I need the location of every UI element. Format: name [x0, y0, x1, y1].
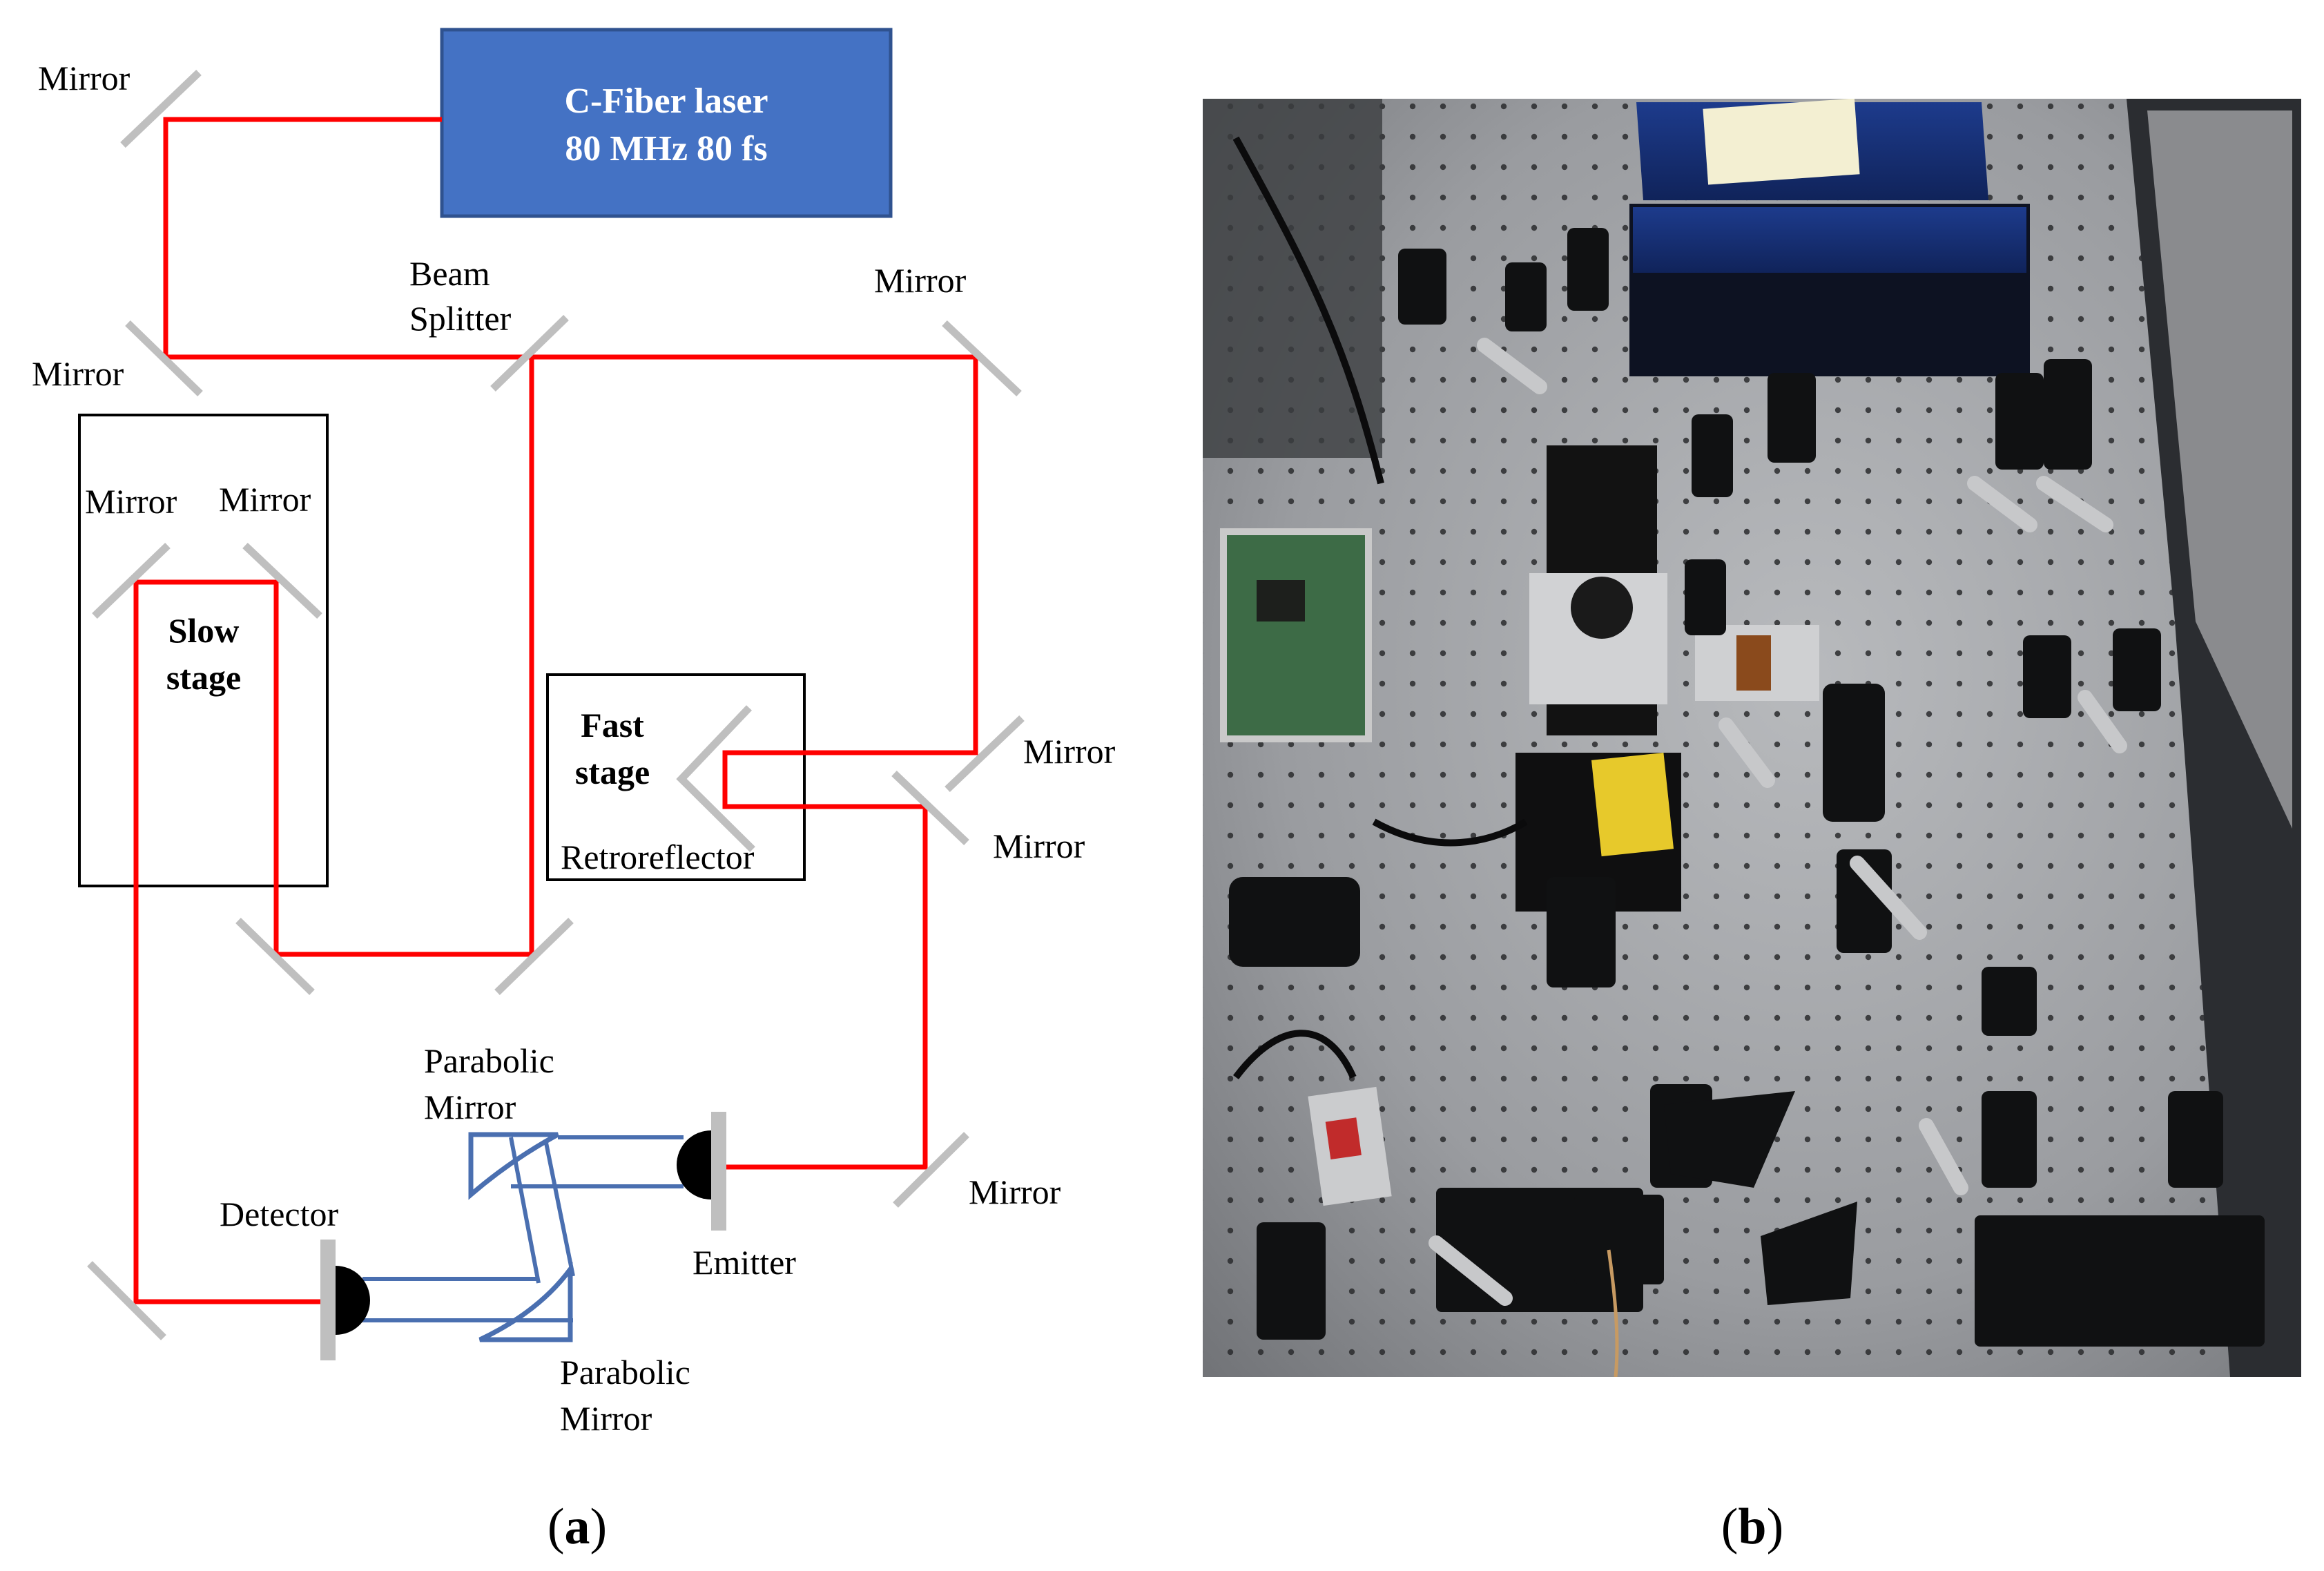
label-retroreflector: Retroreflector	[561, 838, 755, 876]
stage-knob	[1571, 577, 1633, 639]
svg-text:(b): (b)	[1721, 1498, 1783, 1555]
mirror-top-left	[120, 70, 202, 148]
caption-b-letter: b	[1738, 1498, 1766, 1555]
label-fast-stage-2: stage	[575, 753, 650, 791]
label-mirror-slow-right: Mirror	[219, 480, 311, 519]
label-emitter: Emitter	[693, 1243, 796, 1282]
caption-a-letter: a	[565, 1498, 590, 1555]
mirror-slow-stage-left	[92, 543, 171, 619]
detector-antenna	[336, 1266, 370, 1335]
mirror-right-lower	[891, 771, 969, 845]
label-mirror-top-right: Mirror	[874, 261, 967, 300]
parabolic-mirror-lower	[478, 1262, 573, 1342]
emitter-mount	[711, 1112, 726, 1231]
cable-bundle	[1203, 99, 1382, 458]
label-parabolic-upper-1: Parabolic	[424, 1041, 554, 1080]
mirror-slow-stage-right	[242, 543, 322, 619]
fast-stage-box	[546, 673, 806, 881]
beam-splitter	[490, 315, 569, 392]
mirror-top-right	[942, 320, 1022, 396]
copper-wire	[1607, 1249, 1619, 1377]
thz-beam-cross-2	[543, 1139, 575, 1277]
label-parabolic-upper-2: Mirror	[424, 1088, 516, 1126]
caption-a: (a)	[548, 1498, 607, 1555]
optic-mounts	[1229, 228, 2265, 1347]
side-cabinet-panel	[2147, 110, 2292, 829]
mirror-right-fold	[945, 715, 1025, 792]
detector	[320, 1240, 370, 1360]
mirror-bottom-left	[87, 1261, 166, 1340]
cables	[1232, 136, 1528, 1080]
label-mirror-left: Mirror	[32, 354, 124, 393]
label-beam-splitter-1: Beam	[409, 254, 490, 293]
mirror-bottom-splitter-right	[494, 918, 574, 995]
mount-arms	[1429, 338, 2127, 1306]
label-mirror-emitter: Mirror	[969, 1173, 1061, 1211]
setup-photo	[1203, 99, 2301, 1377]
slow-stage-box	[78, 414, 329, 887]
yellow-tape	[1591, 752, 1674, 857]
label-slow-stage-2: stage	[166, 658, 241, 697]
laser-head-lower-top	[1633, 207, 2026, 273]
setup-schematic: C-Fiber laser 80 MHz 80 fs	[32, 28, 1116, 1438]
emitter-label	[1325, 1117, 1362, 1160]
emitter-antenna	[677, 1130, 711, 1199]
retroreflector-mirror	[676, 705, 755, 852]
label-mirror-right-lower: Mirror	[993, 827, 1085, 865]
mirror-emitter-turn	[893, 1132, 969, 1208]
label-parabolic-lower-1: Parabolic	[560, 1353, 690, 1391]
beam-probe-arm	[532, 354, 978, 1170]
svg-text:(a): (a)	[548, 1498, 607, 1555]
label-mirror-right-fold: Mirror	[1023, 732, 1116, 771]
fast-stage-coil	[1736, 635, 1771, 691]
laser-source-box	[440, 28, 893, 218]
laser-spec: 80 MHz 80 fs	[565, 129, 767, 168]
label-detector: Detector	[220, 1195, 338, 1233]
board-chip	[1257, 580, 1305, 621]
label-slow-stage-1: Slow	[168, 611, 240, 650]
mirror-left-turn	[125, 320, 203, 396]
label-parabolic-lower-2: Mirror	[560, 1399, 652, 1438]
emitter	[677, 1112, 726, 1231]
label-beam-splitter-2: Splitter	[409, 299, 512, 338]
beam-laser-to-splitter	[163, 117, 532, 360]
label-mirror-top-left: Mirror	[38, 59, 130, 97]
thz-beam-path	[362, 1132, 684, 1342]
parabolic-mirror-upper	[468, 1132, 559, 1200]
caption-b: (b)	[1721, 1498, 1783, 1555]
label-fast-stage-1: Fast	[581, 706, 644, 744]
flat-mirrors	[87, 70, 1025, 1340]
paper-sheet	[1703, 99, 1860, 185]
optical-beam-path	[133, 117, 978, 1304]
mirror-bottom-splitter-left	[235, 918, 315, 995]
laser-name: C-Fiber laser	[564, 81, 768, 121]
electronics-board	[1220, 528, 1372, 742]
label-mirror-slow-left: Mirror	[85, 482, 177, 521]
detector-mount	[320, 1240, 336, 1360]
